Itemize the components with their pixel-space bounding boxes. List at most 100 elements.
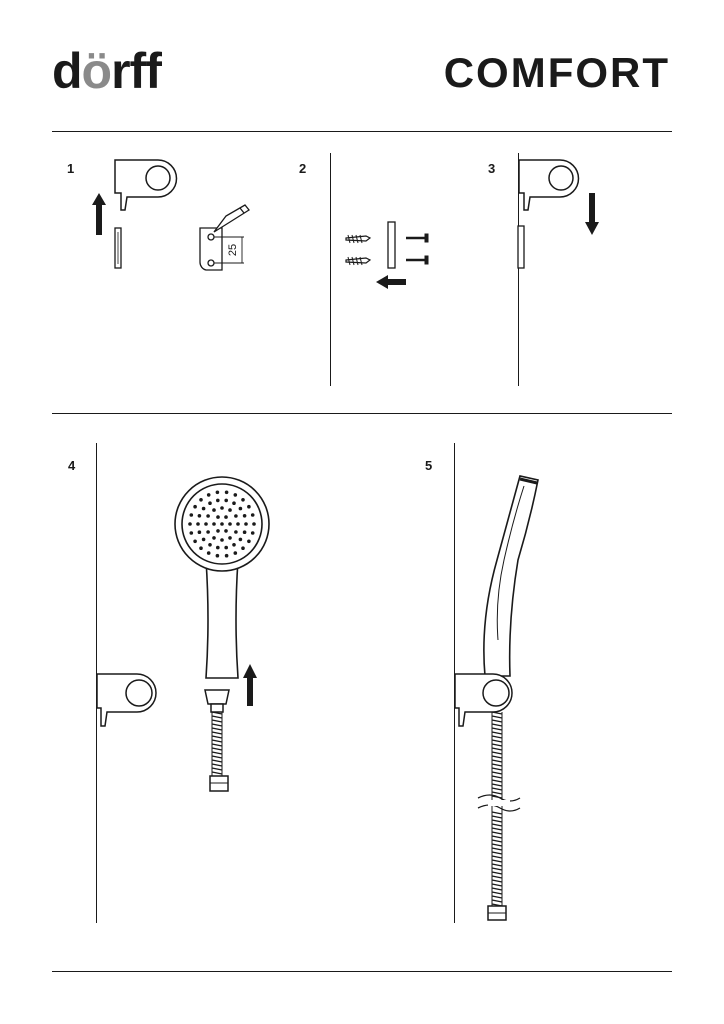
nozzle-dot [224,529,228,533]
hose-coil [211,711,223,715]
hose-coil [491,751,503,755]
nozzle-dot [234,530,238,534]
nozzle-dot [242,514,247,518]
hose-coil [491,871,503,875]
hose-coil [211,719,223,723]
nozzle-dot [208,501,212,506]
hose-coil [491,787,503,791]
nozzle-dot [250,513,255,517]
hose-coil [491,771,503,775]
nozzle-dot [224,553,229,558]
arrow-down-icon [585,193,599,235]
hose-coil [491,891,503,895]
nozzle-dot [232,543,236,547]
nozzle-dot [238,537,243,542]
hose-coil [491,747,503,751]
nozzle-dot [216,515,220,519]
hose-coil [491,739,503,743]
nozzle-dot [188,522,192,526]
arrow-up-icon [243,664,257,706]
nozzle-dot [206,530,210,534]
hose-coil [211,759,223,763]
nozzle-dot [220,538,224,542]
hose-coil [491,819,503,823]
nozzle-dot [201,506,206,511]
hose-icon [211,711,223,776]
hose-coil [491,715,503,719]
shower-head-icon [174,476,270,679]
nozzle-dot [234,514,238,518]
step-number-2: 2 [299,161,307,176]
nozzle-dot [228,508,232,512]
nozzle-dot [206,514,210,518]
holder-icon [114,159,178,211]
hose-coil [491,851,503,855]
step-number-5: 5 [425,458,433,473]
product-title: COMFORT [443,49,670,96]
hose-coil [491,879,503,883]
divider-middle [52,413,672,414]
hose-coil [491,791,503,795]
dimension-label: 25 [227,244,239,256]
hose-coil [211,763,223,767]
nozzle-dot [242,530,247,534]
nozzle-dot [208,543,212,547]
nozzle-dot [212,508,216,512]
hose-coil [491,831,503,835]
hose-coil [491,727,503,731]
nozzle-dot [232,501,236,506]
nozzle-dot [236,522,240,526]
nozzle-dot [193,504,197,509]
hose-coil [211,747,223,751]
holder-icon [454,673,513,727]
wall-plug-icon [345,234,372,266]
step-number-4: 4 [68,458,76,473]
nozzle-dot [216,498,220,503]
hose-connector-icon [204,689,230,713]
nozzle-dot [212,522,216,526]
brand-logo: dörff [52,43,162,99]
brand-logo-part: rff [111,43,162,99]
nozzle-dot [189,531,194,535]
hose-coil [491,863,503,867]
nozzle-dot [204,522,208,526]
nozzle-dot [244,522,248,526]
hose-coil [491,859,503,863]
hose-coil [491,855,503,859]
hose-coil [491,735,503,739]
hose-coil [491,719,503,723]
hose-coil [491,759,503,763]
nozzle-dot [224,490,229,495]
hose-coil [491,835,503,839]
hose-coil [211,731,223,735]
hose-coil [491,883,503,887]
hose-coil [211,723,223,727]
hose-coil [491,847,503,851]
hose-coil [211,735,223,739]
wall-line-step-3 [518,153,519,386]
nozzle-dot [216,545,220,550]
nozzle-dot [220,506,224,510]
hose-coil [491,723,503,727]
dimension-marker [214,236,244,264]
pencil-icon [213,204,250,233]
nozzle-dot [212,536,216,540]
hose-coil [491,875,503,879]
hose-coil [491,815,503,819]
nozzle-dot [247,504,251,509]
hose-coil [211,743,223,747]
shower-head-side-icon [483,475,539,677]
hose-coil [211,755,223,759]
brand-logo-part: d [52,43,83,99]
step-number-1: 1 [67,161,75,176]
brand-logo-umlaut-o: ö [81,43,113,99]
holder-icon [518,159,580,211]
divider-top [52,131,672,132]
hose-coil [491,811,503,815]
hose-coil [211,771,223,775]
nozzle-dot [233,551,238,555]
